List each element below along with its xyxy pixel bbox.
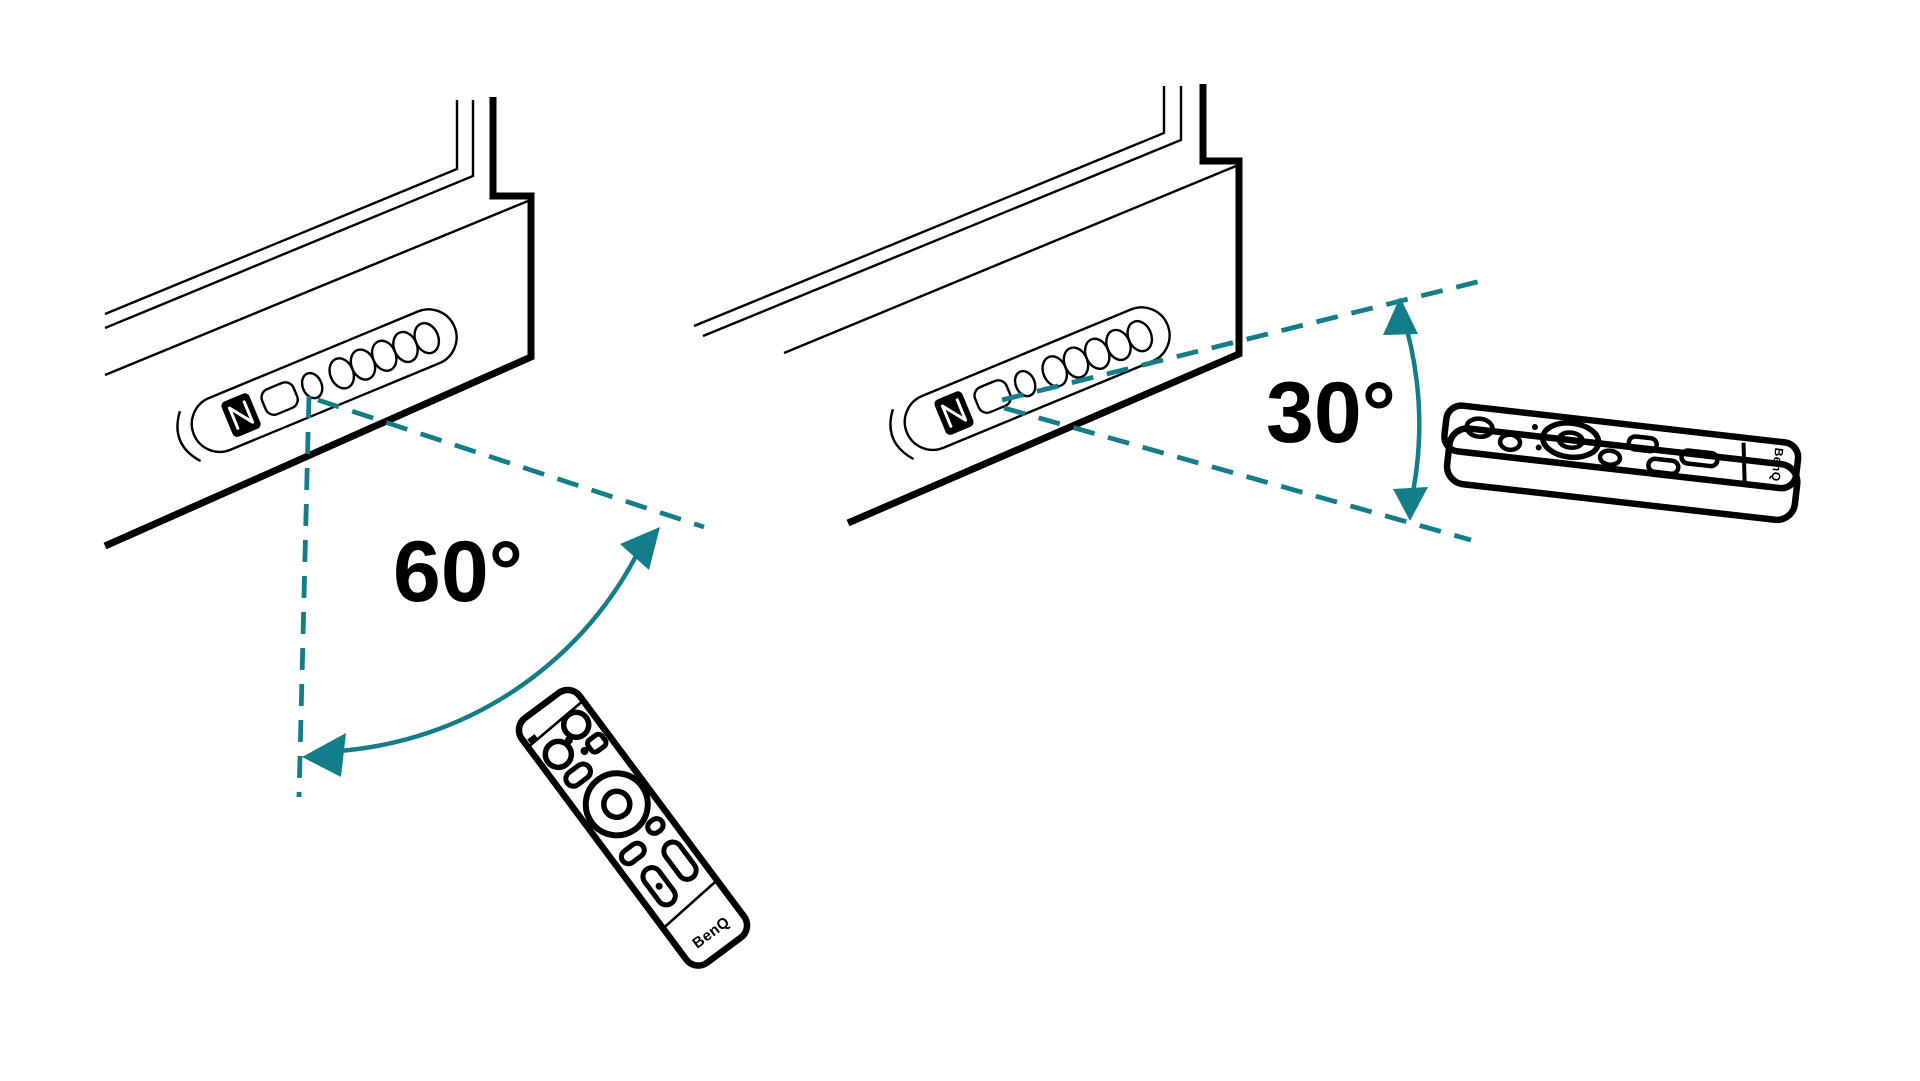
remote-button bbox=[1646, 456, 1681, 476]
range-boundary-diagonal bbox=[317, 397, 705, 530]
remote-body bbox=[1441, 402, 1802, 492]
panel-button bbox=[1083, 337, 1111, 370]
remote-led-dot bbox=[1535, 444, 1542, 451]
panel-button bbox=[1126, 319, 1154, 353]
ir-sensor-window bbox=[260, 381, 299, 416]
remote-side-face bbox=[1443, 425, 1801, 524]
panel-button bbox=[328, 357, 356, 390]
nfc-icon bbox=[934, 391, 974, 435]
panel-button bbox=[370, 339, 398, 372]
remote-rocker-dot bbox=[655, 882, 663, 890]
control-panel-left bbox=[176, 308, 458, 463]
panel-button bbox=[1062, 346, 1090, 379]
remote-body bbox=[515, 686, 751, 969]
remote-tail-seam bbox=[1741, 442, 1747, 486]
angle-label-vertical: 30° bbox=[1266, 365, 1396, 461]
angle-label-horizontal: 60° bbox=[393, 524, 523, 620]
remote-led-dot bbox=[1531, 423, 1538, 430]
range-boundary-vertical bbox=[296, 395, 312, 798]
remote-dpad-ring bbox=[582, 770, 651, 839]
angle-arc bbox=[337, 554, 638, 754]
range-boundary-lower bbox=[1003, 405, 1472, 543]
ir-sensor-window bbox=[973, 379, 1012, 414]
panel-outline bbox=[903, 306, 1171, 452]
screen-bezel-line bbox=[104, 100, 459, 316]
panel-button bbox=[300, 371, 324, 400]
remote-button bbox=[1497, 432, 1523, 453]
panel-button bbox=[1013, 369, 1037, 398]
right-diagram: 30° BenQ bbox=[693, 84, 1802, 543]
remote-led-dot bbox=[564, 736, 573, 745]
remote-button bbox=[560, 709, 592, 741]
remote-channel-rocker bbox=[661, 839, 699, 882]
screen-bezel-line bbox=[693, 86, 1166, 328]
soundbar-top-edge bbox=[104, 199, 529, 377]
nfc-icon bbox=[221, 393, 261, 437]
remote-ok-button bbox=[1556, 430, 1585, 450]
display-outer-edge bbox=[103, 97, 535, 550]
remote-button bbox=[1626, 434, 1659, 454]
soundbar-top-edge bbox=[783, 164, 1237, 355]
arrowhead bbox=[302, 733, 346, 777]
nfc-icon-mark bbox=[940, 398, 968, 428]
remote-control-right: BenQ bbox=[1441, 402, 1802, 524]
remote-power-button bbox=[542, 738, 575, 771]
screen-bezel-line bbox=[104, 100, 475, 330]
remote-led-dot bbox=[580, 747, 589, 756]
panel-button bbox=[413, 321, 441, 355]
remote-button bbox=[645, 816, 666, 836]
arrowhead bbox=[1393, 487, 1428, 521]
arrowhead bbox=[1383, 297, 1418, 335]
remote-ir-notch bbox=[527, 734, 539, 746]
remote-volume-rocker bbox=[640, 865, 678, 908]
display-corner-right bbox=[693, 84, 1243, 527]
panel-button bbox=[392, 330, 419, 364]
remote-power-button bbox=[1464, 416, 1495, 440]
remote-brand-logo: BenQ bbox=[1768, 447, 1786, 482]
remote-button bbox=[585, 731, 609, 755]
panel-button bbox=[349, 348, 377, 381]
remote-dpad-ring bbox=[1540, 420, 1602, 461]
remote-control-left: BenQ bbox=[515, 686, 751, 969]
remote-button bbox=[1597, 448, 1623, 467]
arrowhead bbox=[620, 527, 660, 570]
display-outer-edge bbox=[846, 84, 1243, 527]
remote-ok-button bbox=[601, 788, 633, 821]
panel-endcap-line bbox=[176, 410, 202, 463]
remote-button bbox=[618, 840, 647, 867]
remote-head-seam bbox=[529, 701, 582, 747]
panel-endcap-line bbox=[889, 408, 915, 461]
angle-arc bbox=[1399, 311, 1422, 507]
control-panel-right bbox=[889, 306, 1171, 461]
remote-tail-seam bbox=[663, 880, 717, 929]
remote-button bbox=[563, 761, 593, 789]
nfc-icon-mark bbox=[227, 400, 255, 430]
remote-button bbox=[1679, 448, 1720, 469]
screen-bezel-line bbox=[702, 86, 1183, 338]
left-diagram: 60° BenQ bbox=[103, 97, 751, 969]
panel-button bbox=[1105, 328, 1132, 362]
display-corner-left bbox=[103, 97, 535, 550]
